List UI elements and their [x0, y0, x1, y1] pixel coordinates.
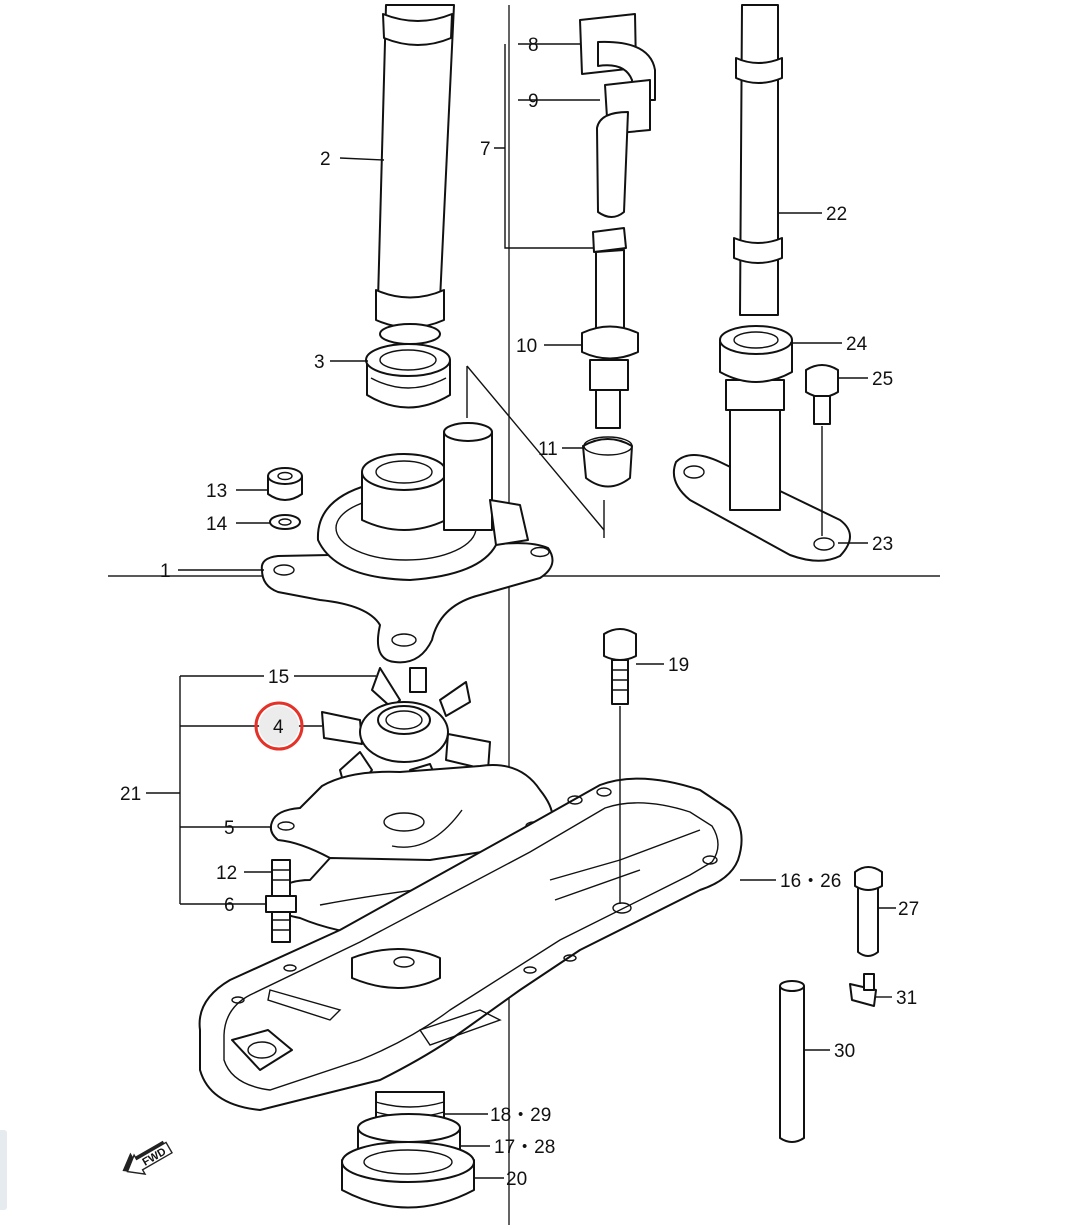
callout-22[interactable]: 22 — [826, 204, 847, 225]
callout-20[interactable]: 20 — [506, 1169, 527, 1190]
callout-14[interactable]: 14 — [206, 514, 228, 535]
assembly-guide-line — [466, 365, 605, 531]
callout-16-26[interactable]: 16・26 — [780, 871, 841, 892]
callout-10[interactable]: 10 — [516, 336, 537, 357]
callout-24[interactable]: 24 — [846, 334, 868, 355]
fwd-label: FWD — [141, 1146, 169, 1169]
fwd-arrow-icon: FWD — [122, 1140, 173, 1176]
part-nut-washer — [267, 467, 303, 530]
part-water-tube — [375, 4, 455, 345]
callout-2[interactable]: 2 — [320, 149, 331, 170]
part-grommet — [365, 343, 451, 409]
part-lower-seals — [341, 1091, 475, 1209]
part-impeller — [321, 667, 491, 809]
callout-3[interactable]: 3 — [314, 352, 325, 373]
callout-18-29[interactable]: 18・29 — [490, 1105, 551, 1126]
highlight-ring — [254, 701, 304, 751]
part-base-plate — [198, 777, 743, 1111]
part-stud — [265, 859, 297, 943]
callout-8[interactable]: 8 — [528, 35, 539, 56]
callout-9[interactable]: 9 — [528, 91, 539, 112]
callout-12[interactable]: 12 — [216, 863, 237, 884]
part-rod-30 — [779, 980, 805, 1143]
part-fitting-31 — [849, 973, 877, 1007]
callout-11[interactable]: 11 — [538, 439, 558, 460]
callout-6[interactable]: 6 — [224, 895, 235, 916]
callout-25[interactable]: 25 — [872, 369, 893, 390]
callout-5[interactable]: 5 — [224, 818, 235, 839]
part-key — [409, 667, 427, 693]
callout-7[interactable]: 7 — [480, 139, 491, 160]
highlighted-callout-4[interactable]: 4 — [254, 701, 304, 751]
callout-21[interactable]: 21 — [120, 784, 141, 805]
part-tube-bracket — [672, 325, 851, 562]
callout-30[interactable]: 30 — [834, 1041, 855, 1062]
callout-15[interactable]: 15 — [268, 667, 289, 688]
callout-13[interactable]: 13 — [206, 481, 227, 502]
callout-23[interactable]: 23 — [872, 534, 893, 555]
callout-4[interactable]: 4 — [273, 717, 284, 738]
part-pump-housing — [260, 422, 554, 664]
callout-31[interactable]: 31 — [896, 988, 917, 1009]
callout-17-28[interactable]: 17・28 — [494, 1137, 555, 1158]
part-bolt-25 — [805, 364, 839, 536]
left-edge-tab[interactable] — [0, 1130, 7, 1210]
highlight-fill — [259, 706, 299, 746]
part-long-tube — [733, 4, 783, 316]
callout-19[interactable]: 19 — [668, 655, 689, 676]
callout-1[interactable]: 1 — [160, 561, 171, 582]
part-bolt-19 — [603, 628, 637, 904]
part-pin-27 — [854, 866, 883, 957]
part-hose-assembly — [579, 13, 656, 488]
callout-27[interactable]: 27 — [898, 899, 919, 920]
